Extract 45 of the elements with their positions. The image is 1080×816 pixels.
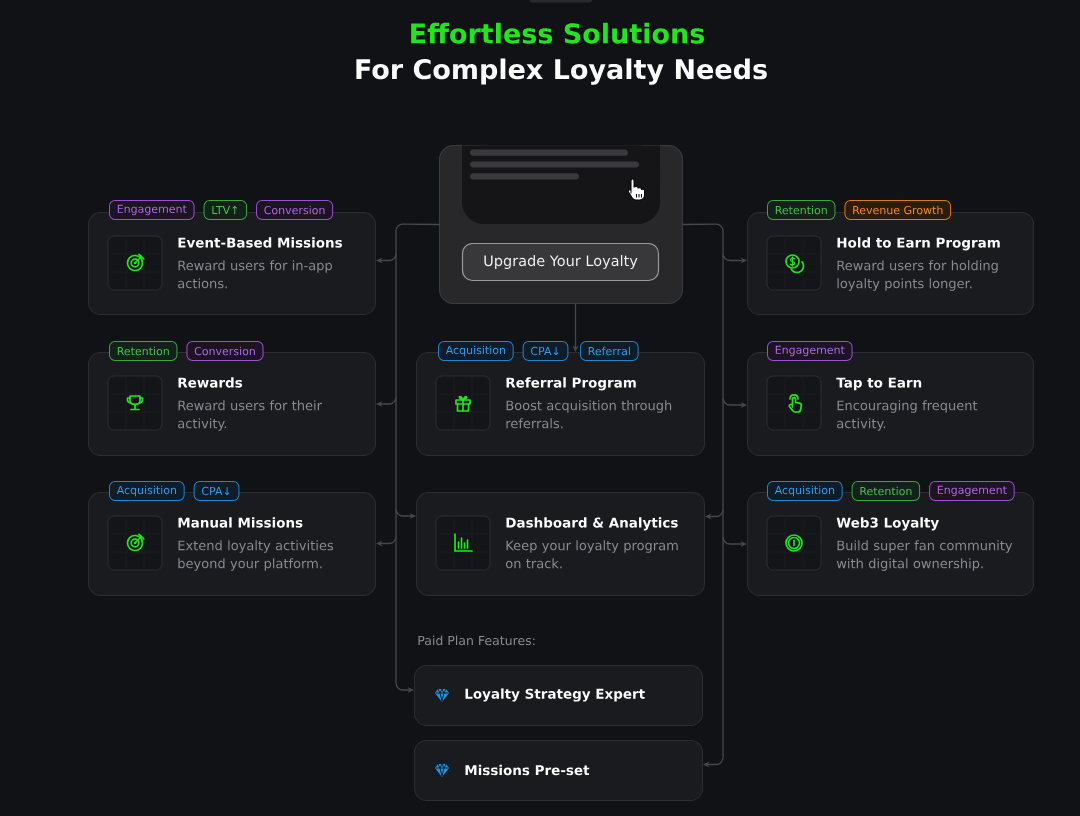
card-description: Reward users for holding loyalty points longer. [837,260,998,291]
plan-feature-card: Loyalty Strategy Expert [414,665,703,726]
subheading: For Complex Loyalty Needs [356,58,767,85]
connector-arrow [376,252,397,264]
tag: Referral [580,341,639,361]
card-title: Referral Program [506,377,636,391]
tag: Retention [851,481,921,501]
card-description: Boost acquisition through referrals. [506,400,672,429]
connector-arrow [376,535,397,547]
card-title: Tap to Earn [836,377,922,391]
connector-line [682,223,724,759]
connector-arrow [376,396,397,408]
heading: Effortless Solutions [411,22,705,44]
card-title: Dashboard & Analytics [506,517,678,531]
card-title: Manual Missions [178,517,303,528]
card-description: Reward users for in-app actions. [178,260,332,289]
card-title: Web3 Loyalty [836,517,939,531]
card-description: Encouraging frequent activity. [837,400,978,431]
card-description: Extend loyalty activities beyond your platform. [178,540,334,571]
tag: CPA↓ [193,481,240,501]
connector-line [395,223,440,684]
tag: Acquisition [767,481,843,501]
card-description: Build super fan community with digital ownership. [836,540,1013,571]
upgrade-button: Upgrade Your Loyalty [461,242,660,282]
tag: Engagement [929,481,1015,501]
tag: Conversion [186,341,264,361]
tag: Conversion [256,200,334,220]
tag: Acquisition [438,341,514,361]
plan-feature-card: Missions Pre-set [414,740,703,801]
tag: Retention [109,341,178,361]
card-title: Event-Based Missions [178,237,342,248]
tag: Engagement [109,200,195,220]
tag: Engagement [767,341,853,361]
tag: Acquisition [109,481,185,501]
tag: LTV↑ [203,200,248,220]
tag: Revenue Growth [844,200,952,220]
tag: CPA↓ [522,341,569,361]
section-label: Paid Plan Features: [418,635,535,646]
card-title: Hold to Earn Program [837,237,1000,251]
tag: Retention [767,200,836,220]
connector-arrow [705,508,724,520]
card-title: Rewards [178,377,243,388]
card-description: Reward users for their activity. [178,400,322,431]
connector-arrow [703,756,724,768]
card-description: Keep your loyalty program on track. [506,540,678,569]
